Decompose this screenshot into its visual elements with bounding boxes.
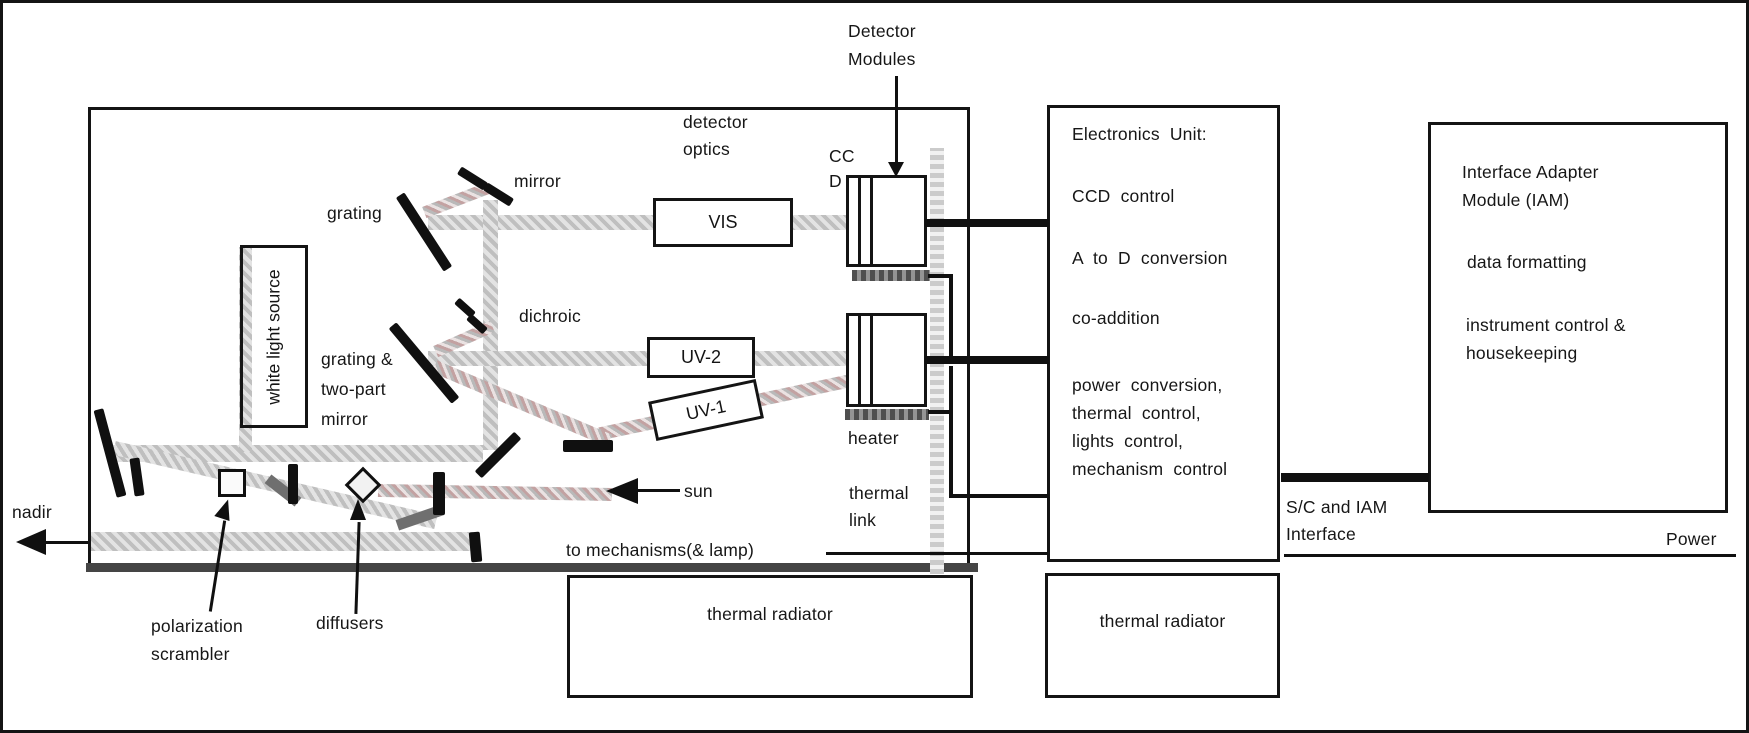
thermal-radiator-left-label: thermal radiator xyxy=(707,604,833,624)
white-light-source-label: white light source xyxy=(263,268,284,405)
vis-channel-box: VIS xyxy=(653,198,793,247)
sun-arrowhead-icon xyxy=(606,478,638,504)
thermal-radiator-right-box xyxy=(1045,573,1280,698)
eu-function-power-thermal: power conversion, thermal control, light… xyxy=(1072,375,1228,479)
electronics-unit-box xyxy=(1047,105,1280,562)
nadir-arrow-line xyxy=(46,541,88,544)
iam-function-data-formatting: data formatting xyxy=(1467,252,1587,272)
grating-two-part-mirror-label: grating & two-part mirror xyxy=(321,349,393,429)
heater-uv-stub xyxy=(928,410,952,414)
iam-box xyxy=(1428,122,1728,513)
bench-bottom-line xyxy=(86,563,978,572)
polarization-scrambler-label: polarization scrambler xyxy=(151,616,243,664)
eu-function-co-addition: co-addition xyxy=(1072,308,1160,328)
diffuser-pointer-arrowhead-icon xyxy=(350,499,366,520)
grating-label: grating xyxy=(327,203,382,223)
detector-modules-arrow-line xyxy=(895,76,898,164)
to-mechanisms-line xyxy=(826,552,1048,555)
polarization-scrambler-element xyxy=(218,469,246,497)
electronics-unit-title: Electronics Unit: xyxy=(1072,124,1207,144)
uv1-label: UV-1 xyxy=(684,395,728,424)
uv2-channel-box: UV-2 xyxy=(647,337,755,378)
detector-modules-label: Detector Modules xyxy=(848,21,916,69)
beam-nadir-bottom xyxy=(90,532,477,551)
iam-title: Interface Adapter Module (IAM) xyxy=(1462,162,1599,210)
heater-uv-drop xyxy=(949,366,953,498)
nadir-label: nadir xyxy=(12,502,52,522)
white-light-source-box: white light source xyxy=(240,245,308,428)
slit-vertical-icon xyxy=(433,472,445,515)
heater-to-eu-line xyxy=(949,494,1049,498)
diffusers-label: diffusers xyxy=(316,613,384,633)
detector-modules-arrowhead-icon xyxy=(888,162,904,177)
mirror-label: mirror xyxy=(514,171,561,191)
heater-bar-vis xyxy=(852,270,930,281)
sc-iam-interface-line xyxy=(1281,473,1429,482)
sun-arrow-line xyxy=(636,489,680,492)
uv2-label: UV-2 xyxy=(680,347,722,367)
eu-function-ccd-control: CCD control xyxy=(1072,186,1175,206)
ccd-uv-signal-line xyxy=(925,356,1049,364)
heater-vis-drop xyxy=(949,274,953,362)
heater-label: heater xyxy=(848,428,899,448)
thermal-radiator-right-label: thermal radiator xyxy=(1099,611,1226,631)
ccd-window-line xyxy=(870,178,873,264)
heater-bar-uv xyxy=(845,409,929,420)
thermal-link-label: thermal link xyxy=(849,483,909,530)
ccd-vis-signal-line xyxy=(925,219,1049,227)
beam-lower-horizontal xyxy=(112,445,483,462)
power-label: Power xyxy=(1666,529,1717,549)
iam-function-instrument-control: instrument control & housekeeping xyxy=(1466,315,1626,363)
ccd-label: CC D xyxy=(829,146,855,191)
nadir-arrowhead-icon xyxy=(16,529,46,555)
ccd-window-line xyxy=(858,178,861,264)
dichroic-label: dichroic xyxy=(519,306,581,326)
ccd-module-uv xyxy=(846,313,927,407)
power-line xyxy=(1284,554,1736,557)
thermal-radiator-left-box xyxy=(567,575,973,698)
to-mechanisms-label: to mechanisms(& lamp) xyxy=(566,540,755,560)
heater-vis-stub xyxy=(928,274,952,278)
vis-label: VIS xyxy=(708,212,738,232)
ccd-window-line xyxy=(870,316,873,404)
sun-label: sun xyxy=(684,481,713,501)
slit-horizontal-icon xyxy=(563,440,613,452)
baffle-center-icon xyxy=(288,464,298,504)
ccd-window-line xyxy=(858,316,861,404)
sc-iam-interface-label: S/C and IAM Interface xyxy=(1286,497,1388,544)
eu-function-ad-conversion: A to D conversion xyxy=(1072,248,1228,268)
detector-optics-label: detector optics xyxy=(683,112,748,159)
ccd-module-vis xyxy=(846,175,927,267)
